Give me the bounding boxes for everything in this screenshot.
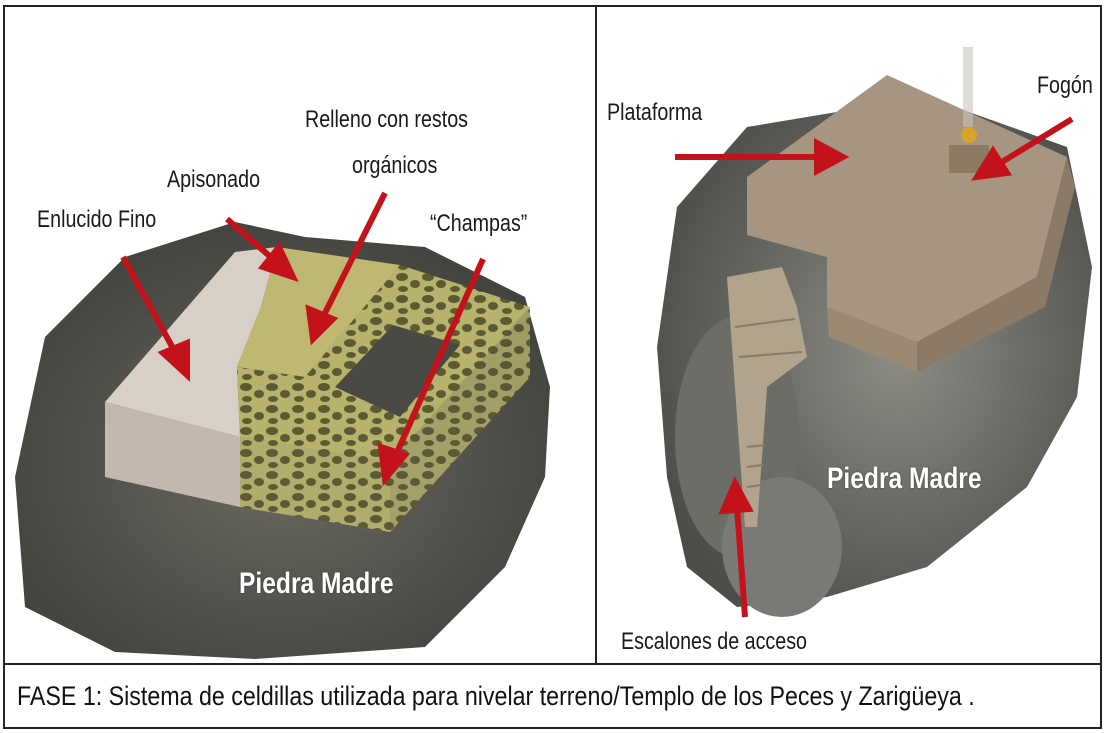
fine-plaster-front xyxy=(105,402,240,507)
arrow-fogon xyxy=(995,116,1074,168)
label-enlucido-fino: Enlucido Fino xyxy=(37,206,157,233)
caption-box: FASE 1: Sistema de celdillas utilizada p… xyxy=(3,663,1102,729)
figure-caption: FASE 1: Sistema de celdillas utilizada p… xyxy=(17,681,975,711)
right-panel: Plataforma Fogón Piedra Madre Escalones … xyxy=(597,5,1102,665)
platform-top xyxy=(747,75,1067,342)
label-piedra-madre-left: Piedra Madre xyxy=(239,567,394,600)
inner-recess xyxy=(335,325,460,417)
label-relleno-line2: orgánicos xyxy=(352,152,438,179)
platform-front-left xyxy=(827,307,917,372)
arrow-escalones-head xyxy=(718,476,754,515)
arrow-relleno-head xyxy=(305,304,339,346)
arrow-fogon-head xyxy=(971,145,1013,181)
arrow-enlucido xyxy=(120,255,178,354)
label-escalones: Escalones de acceso xyxy=(621,628,807,655)
stair-lines xyxy=(734,318,803,488)
label-piedra-madre-right: Piedra Madre xyxy=(827,462,982,495)
arrow-relleno xyxy=(320,191,388,319)
label-fogon: Fogón xyxy=(1037,72,1093,99)
arrow-escalones xyxy=(734,506,748,618)
arrow-plataforma-head xyxy=(814,137,850,177)
platform-diagram xyxy=(657,47,1092,618)
fine-plaster-top xyxy=(105,247,277,437)
label-plataforma: Plataforma xyxy=(607,99,703,126)
hearth-fire xyxy=(961,127,977,143)
arrows xyxy=(120,191,486,487)
champas-front xyxy=(240,437,390,532)
label-apisonado: Apisonado xyxy=(167,166,261,193)
arrows-right xyxy=(675,116,1074,618)
left-panel: Enlucido Fino Apisonado Relleno con rest… xyxy=(3,5,597,665)
arrow-apisonado-head xyxy=(257,241,299,283)
arrow-champas-head xyxy=(377,442,411,487)
arrow-champas xyxy=(392,257,486,459)
label-relleno-line1: Relleno con restos xyxy=(305,106,469,133)
hearth-smoke xyxy=(963,47,973,127)
access-stairs xyxy=(727,267,807,527)
label-champas: “Champas” xyxy=(430,210,528,237)
champas-side xyxy=(390,307,530,532)
arrow-enlucido-head xyxy=(157,338,190,382)
cellular-fill-diagram xyxy=(15,191,550,659)
platform-front xyxy=(917,157,1075,372)
arrow-apisonado xyxy=(225,216,275,262)
